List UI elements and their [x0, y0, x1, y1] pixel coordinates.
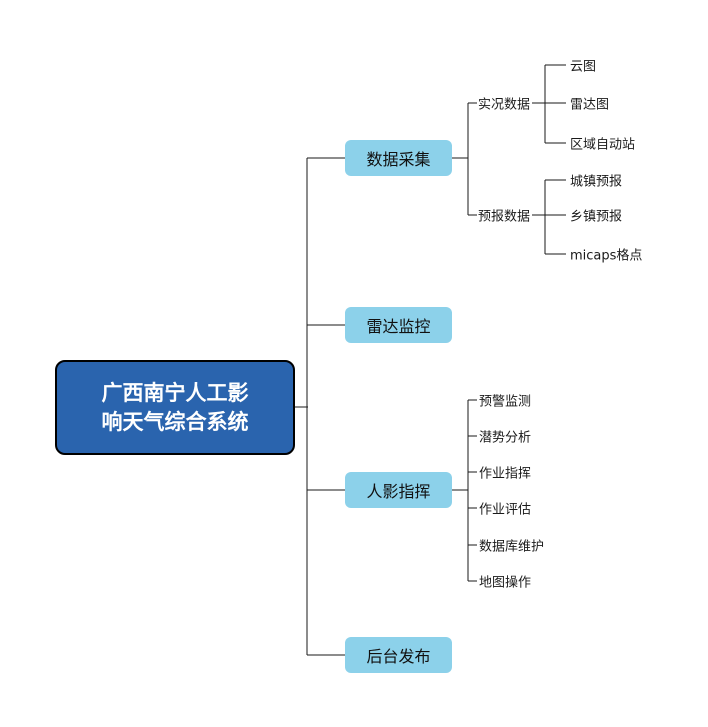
branch-label: 人影指挥 [366, 482, 431, 501]
cloud-image-label[interactable]: 云图 [570, 59, 597, 75]
town-forecast-label[interactable]: 城镇预报 [570, 174, 623, 190]
realtime-data-label[interactable]: 实况数据 [478, 97, 531, 113]
regional-auto-station-label[interactable]: 区域自动站 [570, 137, 636, 153]
operation-evaluation-label[interactable]: 作业评估 [479, 502, 532, 518]
map-operation-label[interactable]: 地图操作 [479, 575, 532, 591]
root-label-line-1: 广西南宁人工影 [101, 381, 249, 406]
root-label-line-2: 响天气综合系统 [101, 409, 249, 434]
radar-image-label[interactable]: 雷达图 [570, 97, 610, 113]
forecast-data-label[interactable]: 预报数据 [478, 209, 531, 225]
township-forecast-label[interactable]: 乡镇预报 [570, 209, 623, 225]
root-node[interactable]: 广西南宁人工影 响天气综合系统 [55, 360, 295, 455]
micaps-grid-label[interactable]: micaps格点 [570, 248, 643, 264]
operation-command-label[interactable]: 作业指挥 [479, 466, 532, 482]
branch-label: 雷达监控 [366, 317, 431, 336]
branch-label: 后台发布 [366, 647, 431, 666]
potential-analysis-label[interactable]: 潜势分析 [479, 430, 532, 446]
database-maintenance-label[interactable]: 数据库维护 [479, 539, 545, 555]
branch-node-command[interactable]: 人影指挥 [345, 472, 452, 508]
branch-node-radar-monitoring[interactable]: 雷达监控 [345, 307, 452, 343]
branch-node-backend-publish[interactable]: 后台发布 [345, 637, 452, 673]
branch-node-data-collection[interactable]: 数据采集 [345, 140, 452, 176]
warning-monitor-label[interactable]: 预警监测 [479, 394, 532, 410]
branch-label: 数据采集 [366, 150, 431, 169]
